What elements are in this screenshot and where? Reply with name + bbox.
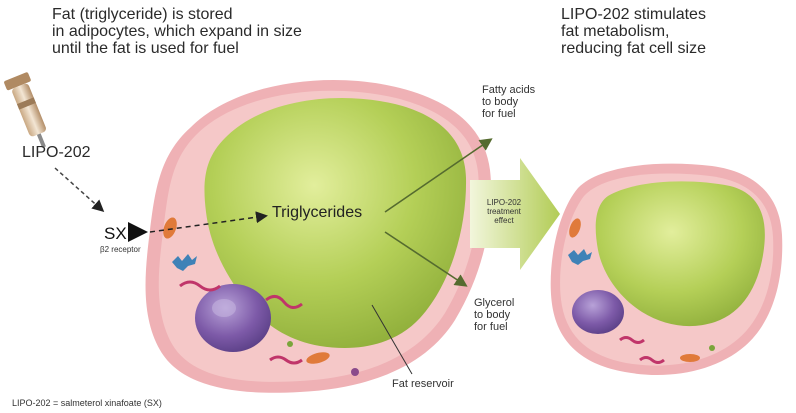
nucleolus bbox=[212, 299, 236, 317]
large-fat-cell bbox=[146, 80, 492, 393]
small-fat-cell bbox=[551, 164, 783, 375]
right-heading-line-2: fat metabolism, bbox=[561, 23, 706, 40]
syringe-icon bbox=[4, 72, 57, 152]
glycerol-label: Glycerol to body for fuel bbox=[474, 297, 514, 333]
left-heading-line-3: until the fat is used for fuel bbox=[52, 40, 302, 57]
treatment-effect-line-1: LIPO-202 bbox=[484, 198, 524, 207]
treatment-effect-label: LIPO-202 treatment effect bbox=[484, 198, 524, 225]
triglycerides-label: Triglycerides bbox=[272, 204, 362, 222]
left-heading-line-1: Fat (triglyceride) is stored bbox=[52, 6, 302, 23]
fatty-acids-label: Fatty acids to body for fuel bbox=[482, 84, 535, 120]
glycerol-line-1: Glycerol bbox=[474, 297, 514, 309]
glycerol-line-3: for fuel bbox=[474, 321, 514, 333]
treatment-effect-line-2: treatment bbox=[484, 207, 524, 216]
sx-label: SX bbox=[104, 224, 127, 244]
fatty-acids-line-1: Fatty acids bbox=[482, 84, 535, 96]
fat-reservoir-label: Fat reservoir bbox=[392, 378, 454, 390]
right-heading-line-1: LIPO-202 stimulates bbox=[561, 6, 706, 23]
injection-path bbox=[55, 168, 102, 210]
right-heading: LIPO-202 stimulates fat metabolism, redu… bbox=[561, 6, 706, 57]
nucleus bbox=[195, 284, 271, 352]
lipo202-label: LIPO-202 bbox=[22, 144, 90, 162]
glycerol-line-2: to body bbox=[474, 309, 514, 321]
treatment-effect-line-3: effect bbox=[484, 216, 524, 225]
footnote: LIPO-202 = salmeterol xinafoate (SX) bbox=[12, 398, 162, 408]
fatty-acids-line-3: for fuel bbox=[482, 108, 535, 120]
left-heading-line-2: in adipocytes, which expand in size bbox=[52, 23, 302, 40]
sx-receptor-marker bbox=[128, 222, 148, 242]
b2-receptor-label: β2 receptor bbox=[100, 245, 141, 254]
right-heading-line-3: reducing fat cell size bbox=[561, 40, 706, 57]
fatty-acids-line-2: to body bbox=[482, 96, 535, 108]
left-heading: Fat (triglyceride) is stored in adipocyt… bbox=[52, 6, 302, 57]
